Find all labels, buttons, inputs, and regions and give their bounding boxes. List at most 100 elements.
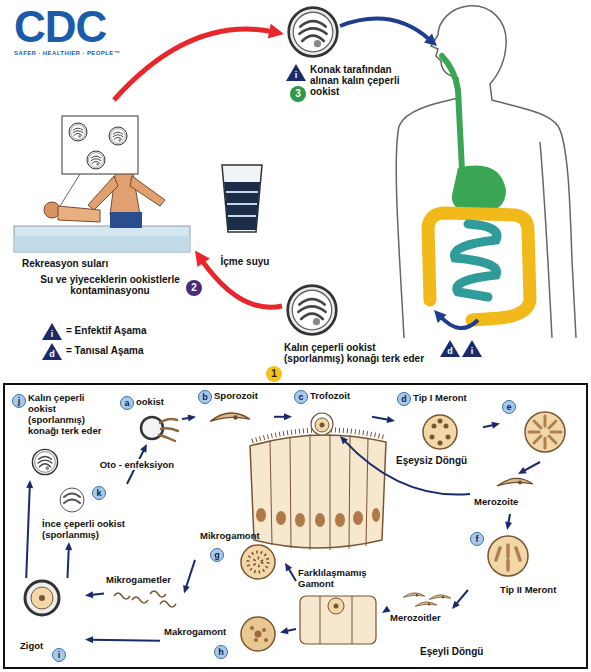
stage-node: Merozoite bbox=[470, 474, 550, 514]
connector-line bbox=[344, 440, 470, 494]
stage-node: bSporozoit bbox=[196, 388, 274, 436]
stage-illustration bbox=[210, 413, 250, 421]
stage-illustration bbox=[270, 434, 368, 550]
stage-letter: f bbox=[470, 532, 484, 546]
stage-label: İnce çeperli ookist (sporlanmış) bbox=[42, 518, 182, 540]
digestive-tract bbox=[455, 224, 497, 297]
stage-illustration bbox=[25, 412, 565, 651]
stage-label: Tip I Meront bbox=[413, 392, 467, 403]
stage-illustration bbox=[372, 508, 380, 522]
connector-line bbox=[372, 417, 389, 420]
legend-text: = Enfektif Aşama bbox=[66, 325, 147, 337]
stage-illustration bbox=[496, 545, 520, 570]
oocyst-inset bbox=[109, 127, 127, 145]
arrow-head bbox=[188, 415, 196, 422]
oocyst-inset bbox=[87, 151, 105, 169]
cycle-arrow bbox=[280, 627, 296, 634]
oocyst-inset bbox=[60, 116, 138, 206]
stage-triangle: d bbox=[42, 343, 62, 360]
arrow-head bbox=[387, 416, 395, 423]
stage-illustration bbox=[64, 494, 80, 504]
stage-illustration bbox=[315, 418, 329, 432]
stage-triangle: d bbox=[440, 340, 460, 357]
oocyst-inset bbox=[62, 116, 138, 174]
oocyst-illustration bbox=[289, 8, 338, 57]
stage-letter: d bbox=[397, 392, 411, 406]
stage-illustration bbox=[525, 412, 565, 452]
drinking-glass bbox=[224, 182, 260, 230]
stage-illustration bbox=[328, 598, 344, 614]
human-body bbox=[396, 6, 576, 338]
arrow-head bbox=[284, 413, 292, 420]
stage-node: fTip II Meront bbox=[468, 530, 580, 605]
life-cycle-frame bbox=[4, 384, 587, 668]
stage-illustration bbox=[423, 415, 457, 449]
stage-illustration bbox=[264, 638, 268, 642]
arrow-head bbox=[505, 522, 512, 530]
human-body bbox=[396, 6, 576, 338]
stage-illustration bbox=[335, 513, 345, 527]
oocyst-illustration bbox=[288, 8, 338, 335]
connector-line bbox=[456, 590, 468, 605]
stage-label: Farklılaşmamış Gamont bbox=[298, 567, 380, 589]
cycle-arrow bbox=[114, 24, 284, 100]
stage-label: Rekreasyon suları bbox=[22, 258, 108, 269]
stage-node: cTrofozoit bbox=[292, 388, 372, 436]
stage-label: Trofozoit bbox=[310, 390, 350, 401]
connector-line bbox=[523, 462, 540, 471]
swimmers-illustration bbox=[130, 176, 165, 206]
callout-number: 2 bbox=[186, 280, 202, 296]
stage-letter: g bbox=[210, 548, 224, 562]
cycle-arrow bbox=[274, 413, 292, 420]
stage-label: Makrogamont bbox=[164, 626, 226, 637]
arrow-head bbox=[140, 444, 147, 453]
stage-letter: k bbox=[92, 486, 106, 500]
arrow-head bbox=[268, 24, 284, 39]
stage-illustration bbox=[254, 638, 258, 642]
stage-label: Merozoite bbox=[474, 496, 518, 507]
stage-illustration bbox=[250, 626, 254, 630]
cycle-arrow bbox=[483, 422, 500, 429]
stage-illustration bbox=[311, 413, 333, 435]
blue-arrow bbox=[340, 19, 430, 40]
digestive-tract bbox=[428, 213, 530, 320]
arrow-head bbox=[183, 585, 190, 594]
arrow-head bbox=[518, 467, 527, 474]
stage-label: Tip II Meront bbox=[500, 584, 556, 595]
cycle-arrow bbox=[195, 251, 282, 308]
swimmers-illustration bbox=[110, 212, 142, 228]
stage-label: Kalın çeperli ookist (sporlanmış) konağı… bbox=[28, 392, 108, 436]
arrow-head bbox=[85, 636, 93, 643]
stage-illustration bbox=[429, 595, 451, 600]
cycle-label: Eşeysiz Döngü bbox=[396, 455, 467, 467]
stage-illustration bbox=[295, 513, 305, 527]
stage-node: jKalın çeperli ookist (sporlanmış) konağ… bbox=[10, 392, 110, 480]
callout-number: 1 bbox=[266, 366, 282, 382]
stage-illustration bbox=[241, 617, 275, 651]
stage-illustration bbox=[403, 593, 425, 598]
arrow-head bbox=[65, 542, 72, 550]
stage-illustration bbox=[276, 511, 286, 525]
arrow-head bbox=[285, 563, 292, 572]
cycle-arrow bbox=[183, 560, 195, 594]
stage-label: Merozoitler bbox=[390, 612, 441, 623]
logo-text: CDC bbox=[14, 4, 106, 50]
connector-line bbox=[114, 29, 274, 100]
stage-letter: j bbox=[12, 394, 26, 408]
stage-letter: i bbox=[52, 648, 66, 662]
arrow-head bbox=[491, 422, 500, 429]
stage-illustration bbox=[315, 513, 325, 527]
stage-illustration bbox=[488, 536, 528, 576]
stage-illustration bbox=[446, 435, 451, 440]
stage-label: Mikrogamont bbox=[200, 530, 260, 541]
stage-node: kİnce çeperli ookist (sporlanmış) bbox=[40, 484, 185, 542]
stage-letter: a bbox=[120, 396, 134, 410]
oocyst-illustration bbox=[288, 286, 337, 335]
cycle-arrow bbox=[340, 436, 470, 495]
stage-illustration bbox=[32, 449, 57, 474]
stage-illustration bbox=[444, 424, 449, 429]
stage-illustration bbox=[255, 631, 262, 638]
cycle-arrow bbox=[518, 462, 540, 474]
digestive-tract bbox=[442, 56, 462, 170]
stage-node: Merozoitler bbox=[388, 590, 452, 628]
